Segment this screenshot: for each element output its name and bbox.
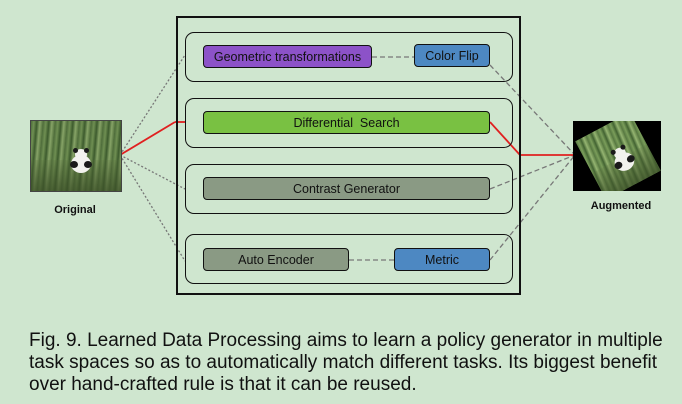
connector-in-4 <box>119 154 186 262</box>
augmented-image-frame <box>573 121 661 191</box>
selected-path-out-a <box>489 121 521 156</box>
connector-out-3 <box>489 154 576 190</box>
task-space-1 <box>185 32 513 82</box>
original-image <box>30 120 122 192</box>
task-space-4 <box>185 234 513 284</box>
augmented-image <box>575 121 661 191</box>
policy-generator-frame <box>176 16 521 295</box>
augmented-label: Augmented <box>590 200 652 212</box>
auto-encoder-box: Auto Encoder <box>203 248 349 271</box>
metric-box: Metric <box>394 248 490 271</box>
connector-in-3 <box>119 154 186 190</box>
geometric-transformations-box: Geometric transformations <box>203 45 372 68</box>
diagram: Original Augmented Geometric transformat… <box>30 16 661 295</box>
original-label: Original <box>54 204 96 216</box>
selected-path-in-a <box>119 121 176 156</box>
differential-search-box: Differential Search <box>203 111 490 134</box>
task-space-3 <box>185 164 513 214</box>
connector-out-4 <box>489 154 576 261</box>
contrast-generator-box: Contrast Generator <box>203 177 490 200</box>
panda-figure <box>69 148 95 175</box>
color-flip-box: Color Flip <box>414 44 490 67</box>
task-space-2 <box>185 98 513 148</box>
figure-caption: Fig. 9. Learned Data Processing aims to … <box>29 330 663 395</box>
